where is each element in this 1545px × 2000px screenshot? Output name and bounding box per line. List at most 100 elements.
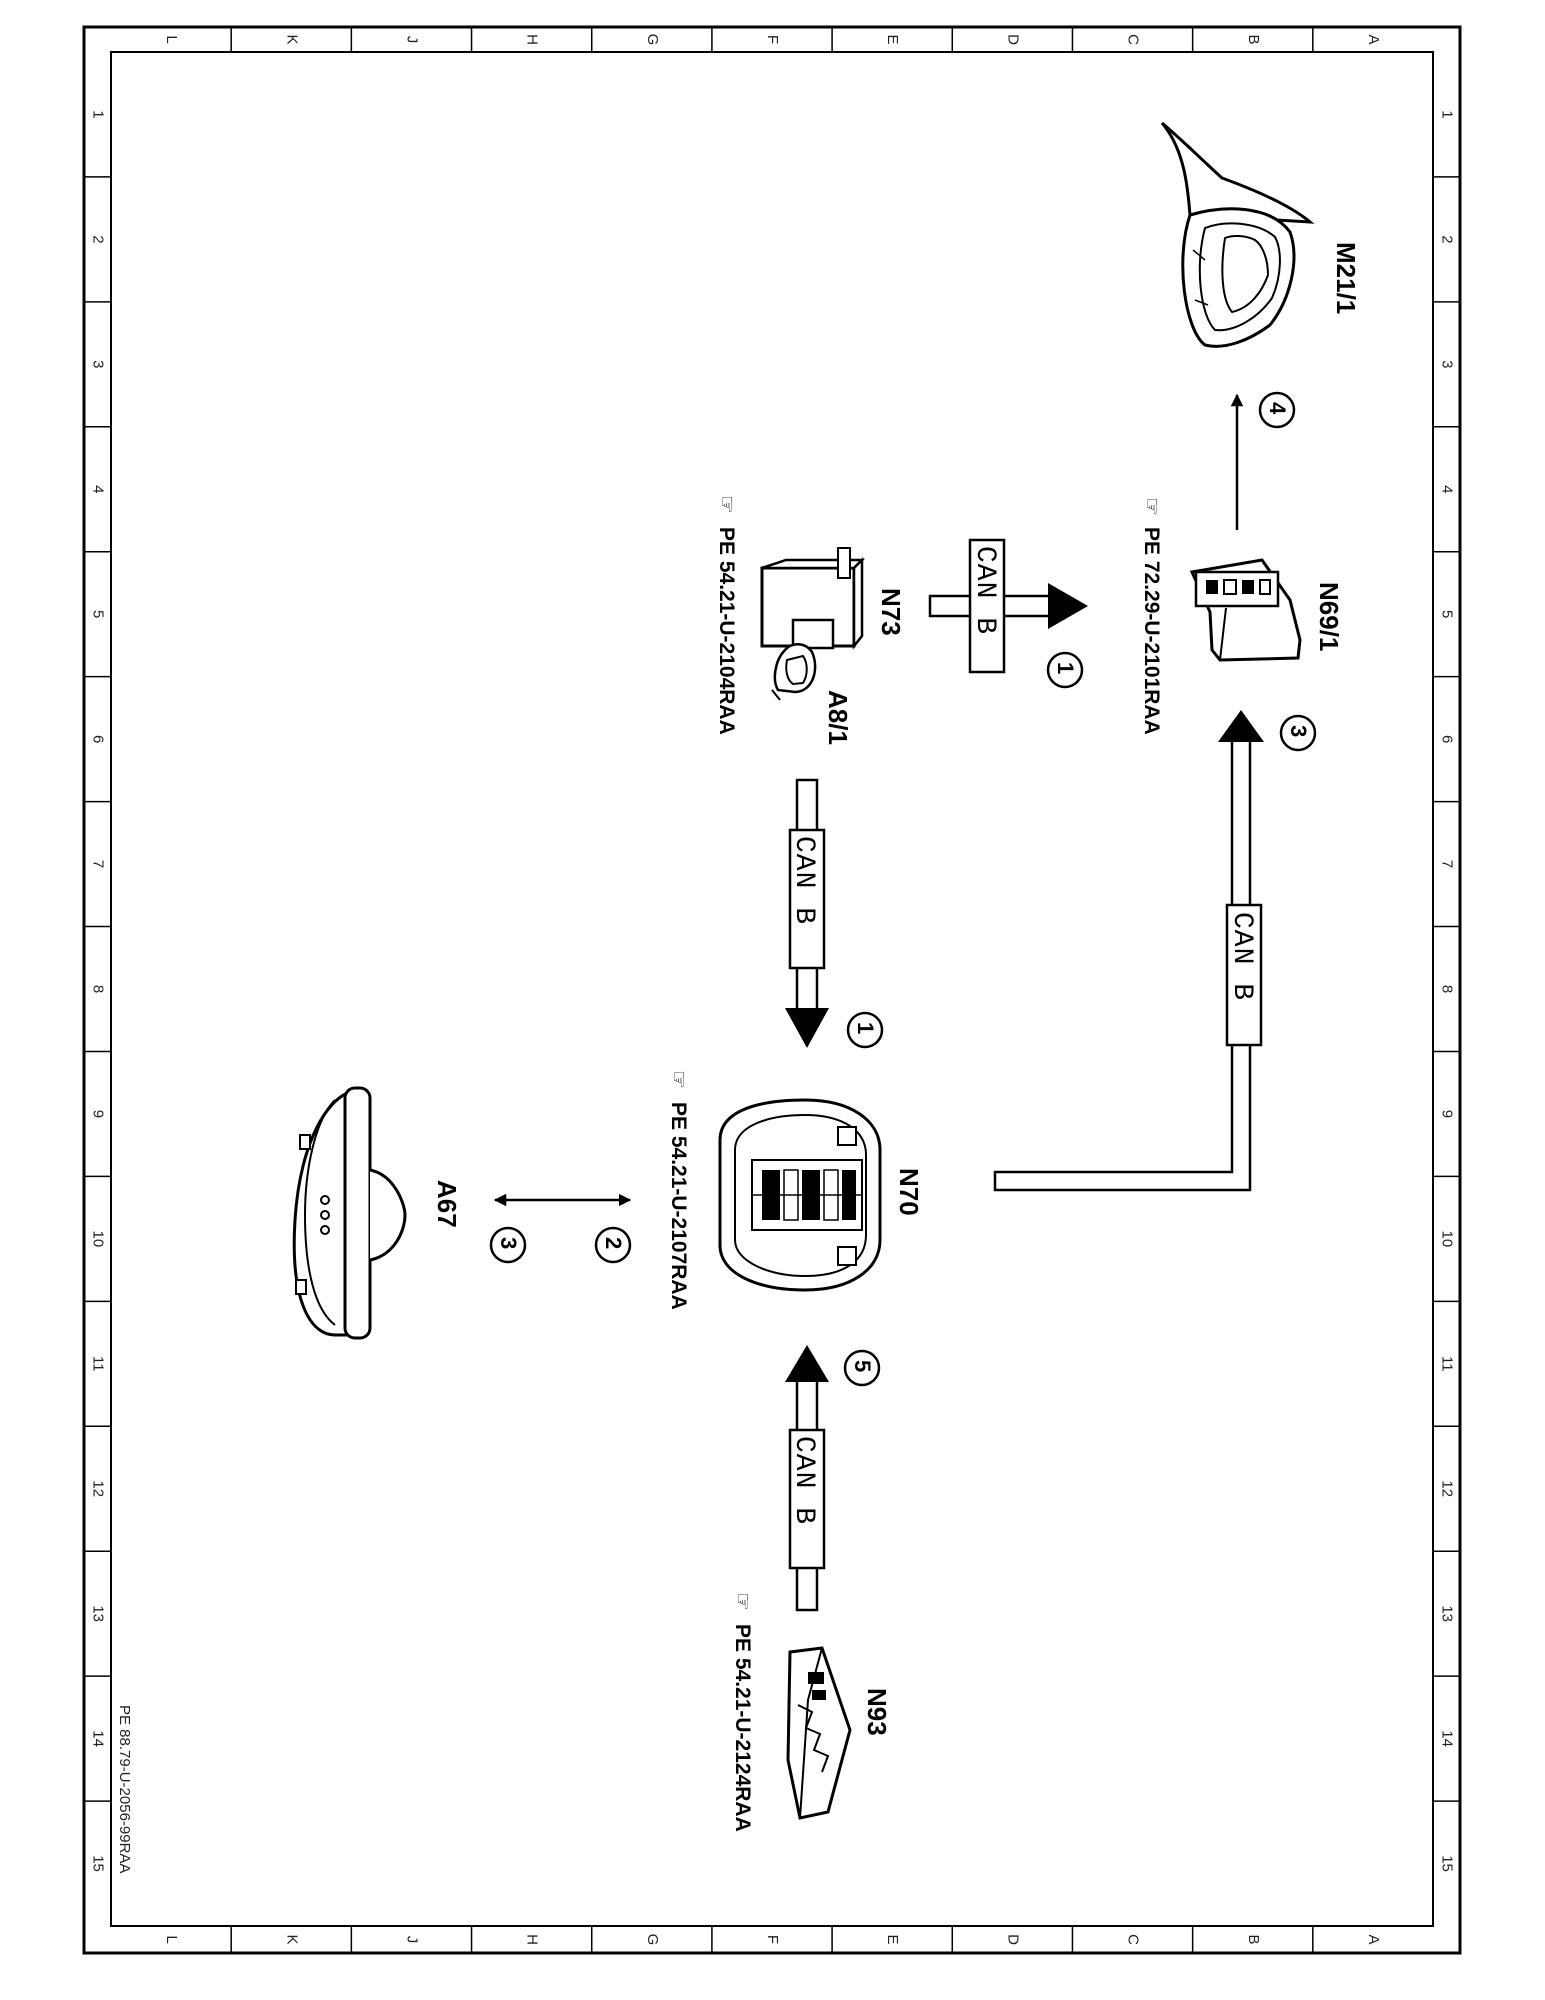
grid-number-right: 15 (1439, 1855, 1456, 1872)
grid-number-right: 1 (1439, 110, 1456, 118)
grid-number-right: 12 (1439, 1480, 1456, 1497)
grid-letter-bottom: F (764, 1935, 781, 1944)
n69-1-ref: ☞ PE 72.29-U-2101RAA (1140, 497, 1163, 735)
grid-number-left: 10 (90, 1231, 107, 1248)
grid-number-left: 1 (90, 110, 107, 118)
step-number: 2 (601, 1237, 626, 1249)
can-b-arrow-n73-to-n70: CAN B (785, 778, 829, 1048)
step-number: 4 (1265, 402, 1290, 415)
step-marker-1-middle: 1 (846, 1011, 884, 1049)
grid-number-right: 9 (1439, 1110, 1456, 1118)
a67-interior-mirror (292, 1086, 407, 1340)
grid-letter-bottom: C (1125, 1934, 1142, 1945)
grid-letter-top: G (644, 34, 661, 46)
grid-letter-bottom: J (403, 1936, 420, 1944)
n93-ref: ☞ PE 54.21-U-2124RAA (731, 1592, 754, 1832)
n70-ref-text: PE 54.21-U-2107RAA (667, 1102, 690, 1310)
grid-number-left: 9 (90, 1110, 107, 1118)
grid-letter-top: J (403, 36, 420, 44)
n73-label: N73 (876, 588, 906, 636)
a67-label: A67 (432, 1180, 462, 1228)
grid-number-left: 12 (90, 1480, 107, 1497)
step-marker-5: 5 (843, 1349, 881, 1387)
can-b-label: CAN B (1226, 912, 1257, 1001)
grid-letter-top: B (1245, 34, 1262, 44)
m21-1-label: M21/1 (1331, 242, 1361, 314)
grid-letter-top: A (1365, 34, 1382, 44)
step-marker-3-n69: 3 (1279, 714, 1317, 752)
grid-number-left: 5 (90, 610, 107, 618)
grid-number-left: 7 (90, 860, 107, 868)
grid-number-left: 11 (90, 1356, 107, 1372)
grid-number-right: 13 (1439, 1605, 1456, 1622)
a8-1-ref-text: PE 54.21-U-2104RAA (715, 527, 738, 735)
can-b-arrow-n73-to-n69: CAN B (928, 538, 1088, 674)
grid-letter-bottom: K (283, 1934, 300, 1944)
step-number: 1 (1053, 662, 1078, 674)
n69-1-ref-text: PE 72.29-U-2101RAA (1140, 527, 1163, 735)
grid-number-right: 3 (1439, 360, 1456, 368)
grid-number-left: 3 (90, 360, 107, 368)
step-number: 1 (853, 1022, 878, 1034)
grid-number-right: 8 (1439, 985, 1456, 993)
grid-letter-bottom: H (524, 1934, 541, 1945)
step-marker-1-top: 1 (1046, 651, 1084, 689)
grid-letter-top: C (1125, 34, 1142, 45)
n93-label: N93 (862, 1688, 892, 1736)
n70-ref: ☞ PE 54.21-U-2107RAA (667, 1070, 690, 1310)
grid-letter-bottom: E (884, 1934, 901, 1944)
step-marker-2: 2 (594, 1226, 632, 1264)
step-marker-3-a67: 3 (489, 1226, 527, 1264)
a8-1-ref: ☞ PE 54.21-U-2104RAA (715, 495, 738, 735)
pointing-hand-icon: ☞ (667, 1070, 690, 1089)
can-b-arrow-n93-to-n70: CAN B (785, 1345, 829, 1612)
grid-letter-bottom: L (163, 1935, 180, 1943)
can-b-label: CAN B (788, 836, 819, 925)
grid-number-right: 6 (1439, 735, 1456, 743)
grid-letter-bottom: D (1004, 1934, 1021, 1945)
grid-letter-bottom: G (644, 1934, 661, 1946)
drawing-frame (82, 25, 1462, 1955)
can-b-route-n70-to-n69: CAN B (993, 710, 1264, 1192)
grid-number-left: 4 (90, 485, 107, 493)
n69-1-module (1189, 558, 1302, 662)
grid-number-left: 13 (90, 1605, 107, 1622)
n69-1-label: N69/1 (1314, 582, 1344, 651)
a8-1-label: A8/1 (823, 690, 853, 745)
grid-letter-top: E (884, 34, 901, 44)
grid-letter-bottom: B (1245, 1934, 1262, 1944)
grid-number-right: 7 (1439, 860, 1456, 868)
grid-letter-top: L (163, 35, 180, 43)
grid-number-left: 15 (90, 1855, 107, 1872)
n70-overhead-panel (718, 1098, 882, 1292)
grid-letter-bottom: A (1365, 1934, 1382, 1944)
pointing-hand-icon: ☞ (715, 495, 738, 514)
step-marker-4: 4 (1258, 391, 1296, 429)
grid-number-left: 2 (90, 235, 107, 243)
grid-letter-top: K (283, 34, 300, 44)
grid-letter-top: F (764, 35, 781, 44)
grid-number-right: 10 (1439, 1231, 1456, 1248)
step-number: 5 (850, 1360, 875, 1372)
grid-letter-top: D (1004, 34, 1021, 45)
pointing-hand-icon: ☞ (731, 1592, 754, 1611)
n70-label: N70 (894, 1168, 924, 1216)
step-number: 3 (496, 1237, 521, 1249)
step-number: 3 (1286, 725, 1311, 737)
can-b-label: CAN B (788, 1436, 819, 1525)
grid-number-right: 11 (1439, 1356, 1456, 1372)
can-b-label: CAN B (969, 546, 1000, 635)
grid-number-left: 14 (90, 1730, 107, 1747)
n93-module (786, 1646, 852, 1820)
grid-number-left: 6 (90, 735, 107, 743)
n93-ref-text: PE 54.21-U-2124RAA (731, 1624, 754, 1832)
grid-number-right: 5 (1439, 610, 1456, 618)
grid-number-right: 2 (1439, 235, 1456, 243)
grid-number-left: 8 (90, 985, 107, 993)
grid-number-right: 14 (1439, 1730, 1456, 1747)
pointing-hand-icon: ☞ (1140, 497, 1163, 516)
grid-number-right: 4 (1439, 485, 1456, 493)
grid-letter-top: H (524, 34, 541, 45)
